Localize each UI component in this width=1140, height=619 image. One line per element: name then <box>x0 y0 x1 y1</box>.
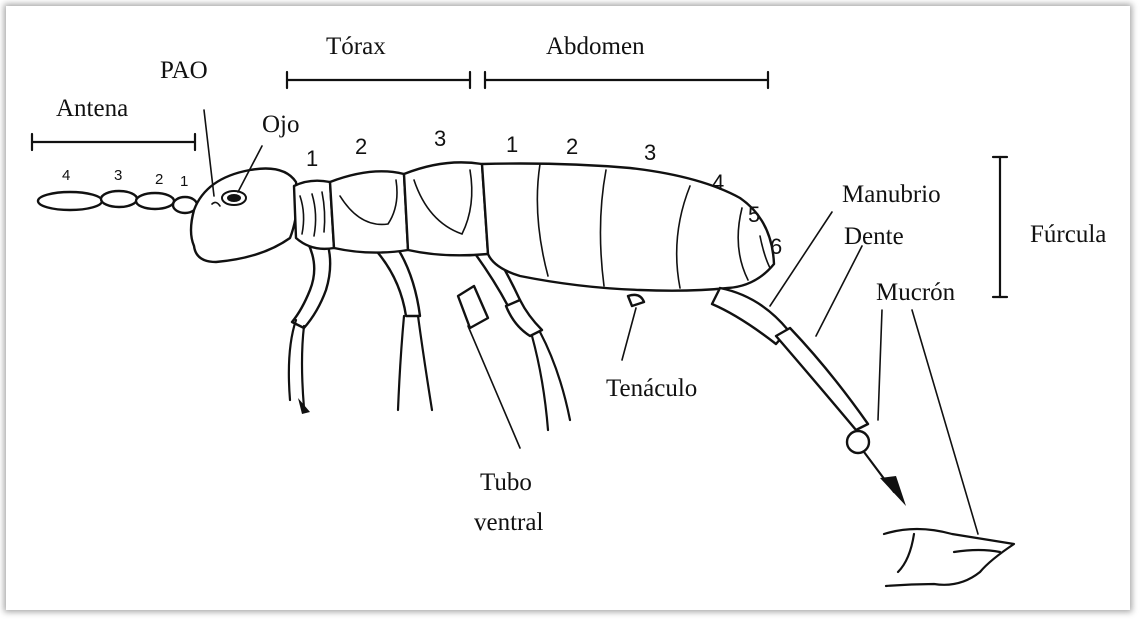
abdomen <box>482 164 774 291</box>
antenna-segment-number: 3 <box>114 167 122 184</box>
furcula-bracket <box>993 157 1007 297</box>
label-dens: Dente <box>844 223 904 250</box>
label-antenna: Antena <box>56 95 128 122</box>
jump-arrow <box>864 452 906 506</box>
abdomen-segment-number: 1 <box>506 132 518 157</box>
abdomen-segment-number: 5 <box>748 202 760 227</box>
abdomen-bracket <box>485 72 768 88</box>
label-furcula: Fúrcula <box>1030 221 1106 248</box>
thorax-bracket <box>287 72 470 88</box>
thorax-segment-number: 2 <box>355 134 367 159</box>
thorax-segment-number: 1 <box>306 146 318 171</box>
head <box>191 169 297 263</box>
label-pao: PAO <box>160 57 208 84</box>
abdomen-segment-number: 2 <box>566 134 578 159</box>
antenna-segment-number: 4 <box>62 167 70 184</box>
antenna <box>38 191 197 213</box>
label-ventral-tube-2: ventral <box>474 509 543 536</box>
antenna-segment-number: 2 <box>155 171 163 188</box>
mucro-ring <box>847 431 869 453</box>
eye <box>222 191 246 205</box>
antenna-bracket <box>32 134 195 150</box>
thorax <box>294 162 488 255</box>
label-thorax: Tórax <box>326 33 386 60</box>
mucro-detail <box>884 529 1014 586</box>
label-eye: Ojo <box>262 111 300 138</box>
antenna-segment-number: 1 <box>180 173 188 190</box>
furcula <box>712 288 869 453</box>
thorax-segment-number: 3 <box>434 126 446 151</box>
label-ventral-tube-1: Tubo <box>480 469 532 496</box>
label-mucro: Mucrón <box>876 279 956 306</box>
label-tenaculum: Tenáculo <box>606 375 697 402</box>
abdomen-segment-number: 4 <box>712 170 724 195</box>
abdomen-segment-number: 3 <box>644 140 656 165</box>
abdomen-segment-number: 6 <box>770 234 782 259</box>
label-manubrium: Manubrio <box>842 181 941 208</box>
label-abdomen: Abdomen <box>546 33 645 60</box>
